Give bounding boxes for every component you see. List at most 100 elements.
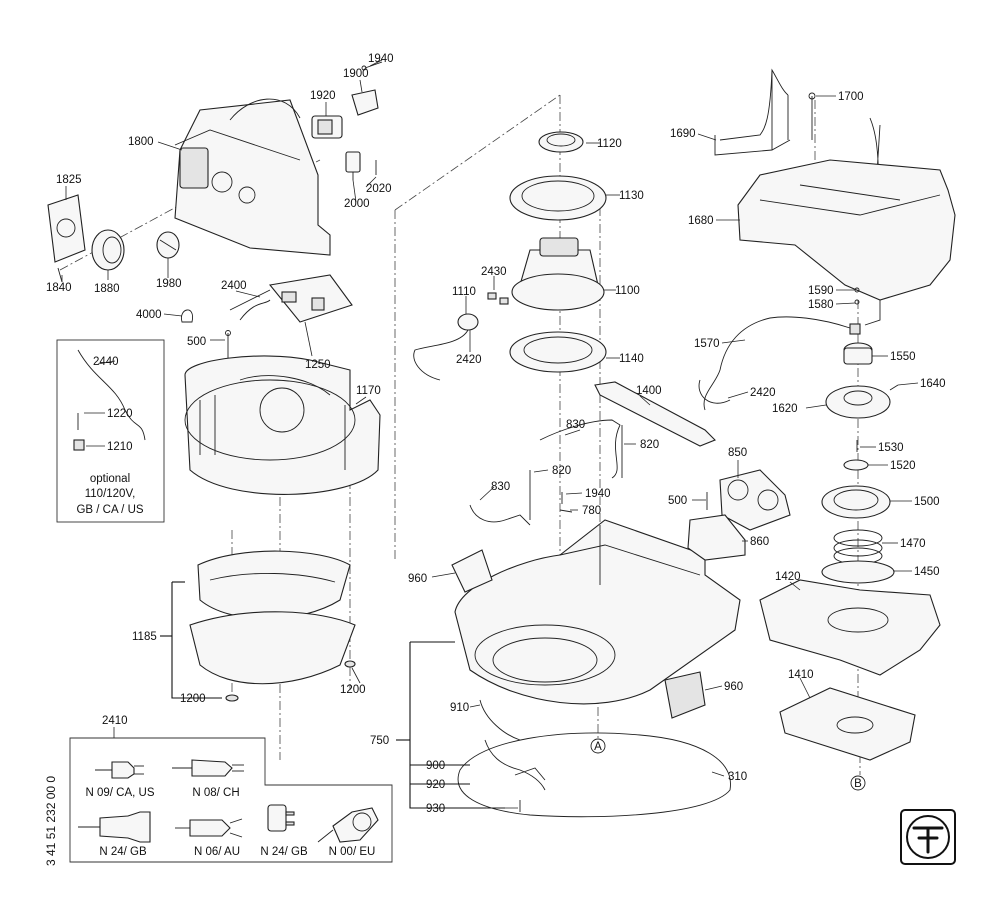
ring-1130: [509, 175, 607, 221]
callout-830-upper: 830: [566, 419, 585, 431]
callout-1200-left: 1200: [180, 693, 206, 705]
callout-1640: 1640: [920, 378, 946, 390]
plug-n06-icon: [175, 818, 243, 838]
plug-codes: N 09/ CA, US N 08/ CH N 24/ GB N 06/ AU …: [85, 787, 375, 858]
callout-1900: 1900: [343, 68, 369, 80]
cable-1570: [703, 316, 851, 411]
callout-1500: 1500: [914, 496, 940, 508]
cable-830-lower: [469, 504, 531, 526]
plug-code-n08: N 08/ CH: [192, 787, 239, 799]
handle-1690: [714, 68, 881, 206]
seal-1120: [538, 131, 584, 153]
callout-1410: 1410: [788, 669, 814, 681]
plug-code-n24-cee: N 24/ GB: [99, 846, 147, 858]
plate-1410: [779, 687, 916, 761]
screw-500-top: [225, 330, 231, 358]
callout-930: 930: [426, 803, 445, 815]
callout-2400: 2400: [221, 280, 247, 292]
callout-1700: 1700: [838, 91, 864, 103]
bracket-1400: [594, 381, 716, 447]
callout-820-lower: 820: [552, 465, 571, 477]
callout-820-upper: 820: [640, 439, 659, 451]
motor-1100: [511, 237, 605, 311]
housing-1620: [825, 384, 899, 419]
plug-icons: [78, 759, 379, 843]
cover-1800: [174, 98, 331, 256]
socket-1825: [47, 194, 86, 263]
callout-1920: 1920: [310, 90, 336, 102]
callout-1940-center: 1940: [585, 488, 611, 500]
callout-1980: 1980: [156, 278, 182, 290]
frame-1420: [759, 579, 941, 676]
callout-1620: 1620: [772, 403, 798, 415]
callout-1520: 1520: [890, 460, 916, 472]
callout-960-left: 960: [408, 573, 427, 585]
pcb-1250: [229, 274, 353, 323]
callout-910: 910: [450, 702, 469, 714]
optional-note: optional 110/120V, GB / CA / US: [76, 473, 143, 516]
callout-1530: 1530: [878, 442, 904, 454]
callout-1580: 1580: [808, 299, 834, 311]
callout-860: 860: [750, 536, 769, 548]
switch-1920: [311, 115, 343, 139]
callout-850: 850: [728, 447, 747, 459]
latch-960-left: [451, 549, 493, 593]
plug-n09-icon: [95, 761, 144, 779]
knob-1880: [91, 229, 125, 271]
callout-1130: 1130: [619, 190, 644, 202]
callout-1110: 1110: [452, 286, 476, 298]
callout-1840: 1840: [46, 282, 72, 294]
callout-1570: 1570: [694, 338, 720, 350]
fein-logo: [900, 809, 956, 865]
callout-2440: 2440: [93, 356, 119, 368]
callout-780: 780: [582, 505, 601, 517]
callout-1450: 1450: [914, 566, 940, 578]
callout-1880: 1880: [94, 283, 120, 295]
housing-1170: [184, 355, 381, 495]
coil-1110: [413, 313, 479, 381]
callout-1800: 1800: [128, 136, 154, 148]
callout-1400: 1400: [636, 385, 662, 397]
callout-1200-right: 1200: [340, 684, 366, 696]
marker-a-label: A: [594, 741, 602, 753]
callout-1825: 1825: [56, 174, 82, 186]
callout-500-right: 500: [668, 495, 687, 507]
filter-1520-1500: [821, 440, 891, 519]
gasket-1140: [509, 331, 607, 373]
cable-830: [539, 419, 621, 479]
pressure-switch-1550: [843, 287, 873, 365]
callout-1185: 1185: [132, 631, 157, 643]
clip-4000: [180, 309, 194, 323]
optional-note-line-2: 110/120V,: [85, 488, 136, 500]
callout-1170: 1170: [356, 385, 381, 397]
callout-750: 750: [370, 735, 389, 747]
capacitor-2000: [345, 151, 377, 180]
bracket-750: [396, 641, 505, 809]
screw-1940-top: [361, 61, 383, 71]
callout-1590: 1590: [808, 285, 834, 297]
callout-1220: 1220: [107, 408, 133, 420]
gasket-310: [457, 732, 731, 818]
plug-code-n06: N 06/ AU: [194, 846, 240, 858]
callout-1210: 1210: [107, 441, 133, 453]
callout-1680: 1680: [688, 215, 714, 227]
callout-1690: 1690: [670, 128, 696, 140]
plug-code-n09: N 09/ CA, US: [85, 787, 154, 799]
callout-1100: 1100: [615, 285, 640, 297]
callout-960-right: 960: [724, 681, 743, 693]
optional-note-line-1: optional: [90, 473, 130, 485]
clip-1900: [351, 89, 379, 116]
latch-960-right: [664, 671, 706, 719]
plug-code-n00: N 00/ EU: [329, 846, 376, 858]
callout-labels: 1940 1900 1920 1800 2020 2000 1825 1840 …: [46, 53, 946, 815]
plug-n00-icon: [317, 807, 379, 843]
marker-b: B: [850, 775, 866, 791]
marker-a: A: [590, 738, 606, 754]
callout-830-lower: 830: [491, 481, 510, 493]
document-code: 3 41 51 232 00 0: [44, 776, 58, 866]
callout-1420: 1420: [775, 571, 801, 583]
rods-820: [529, 425, 623, 520]
screws-1940-780: [559, 492, 573, 513]
callout-2410: 2410: [102, 715, 128, 727]
